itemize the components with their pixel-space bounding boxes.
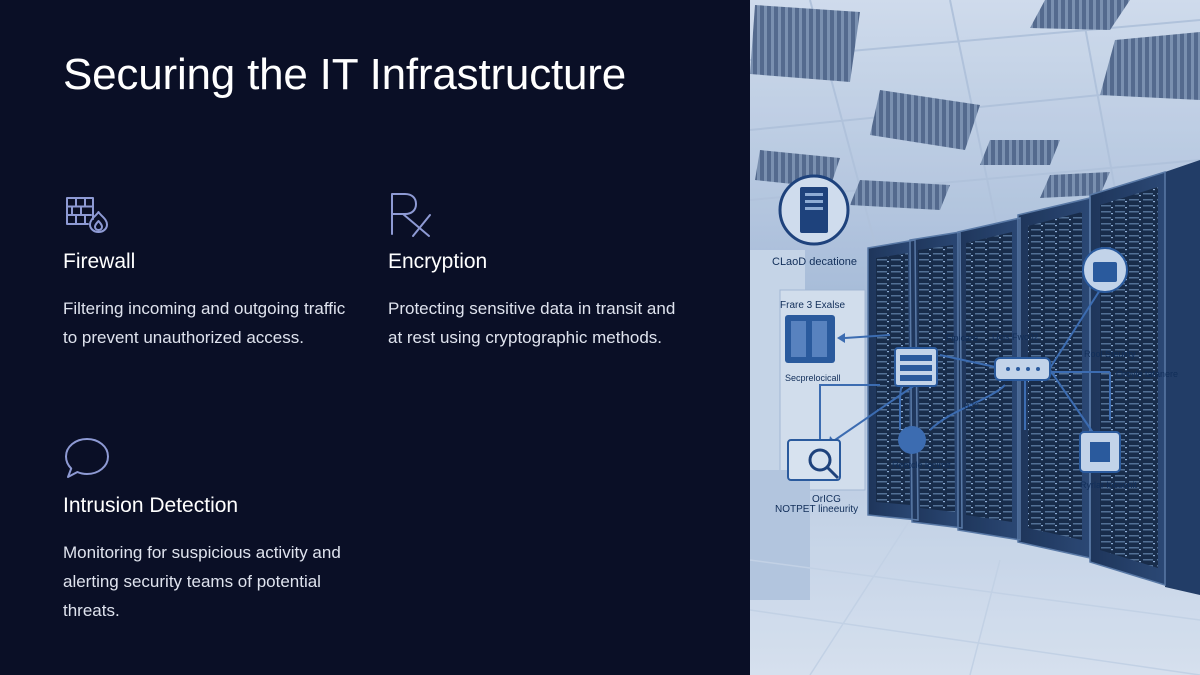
slide-title: Securing the IT Infrastructure xyxy=(63,50,627,99)
feature-firewall: Firewall Filtering incoming and outgoing… xyxy=(63,190,363,352)
server-room-image: CLaoD decatione Frare 3 Exalse Fipicare … xyxy=(750,0,1200,675)
feature-title: Firewall xyxy=(63,250,136,273)
label-orcg: OrICG xyxy=(812,494,841,505)
label-notpet: NOTPET lineeurity xyxy=(775,504,858,515)
content-panel: Securing the IT Infrastructure Fire xyxy=(63,50,688,625)
feature-description: Monitoring for suspicious activity and a… xyxy=(63,543,341,620)
label-secure: Secprelocicall xyxy=(785,373,841,383)
label-oroyle: Oroyle tatanere xyxy=(1116,369,1178,379)
label-root: Rool Steurity xyxy=(1084,349,1136,359)
feature-title: Encryption xyxy=(388,250,488,273)
rx-icon xyxy=(391,193,431,237)
firewall-icon xyxy=(66,197,108,233)
feature-description: Protecting sensitive data in transit and… xyxy=(388,299,676,347)
label-network: Ucis Fwc02 xyxy=(992,332,1039,342)
feature-encryption: Encryption Protecting sensitive data in … xyxy=(388,190,688,352)
feature-intrusion-detection: Intrusion Detection Monitoring for suspi… xyxy=(63,434,363,625)
label-ryrlar: Ryrlar locsonit xyxy=(1080,480,1138,490)
feature-description: Filtering incoming and outgoing traffic … xyxy=(63,299,346,347)
feature-title: Intrusion Detection xyxy=(63,494,239,517)
speech-bubble-icon xyxy=(65,438,109,478)
label-reetcle: Reetcle locimit xyxy=(892,460,951,470)
label-num: 022 xyxy=(964,401,979,411)
label-frame: Frare 3 Exalse xyxy=(780,300,845,311)
label-fipicare: Fipicare xyxy=(946,333,978,343)
label-cloud: CLaoD decatione xyxy=(772,256,857,268)
